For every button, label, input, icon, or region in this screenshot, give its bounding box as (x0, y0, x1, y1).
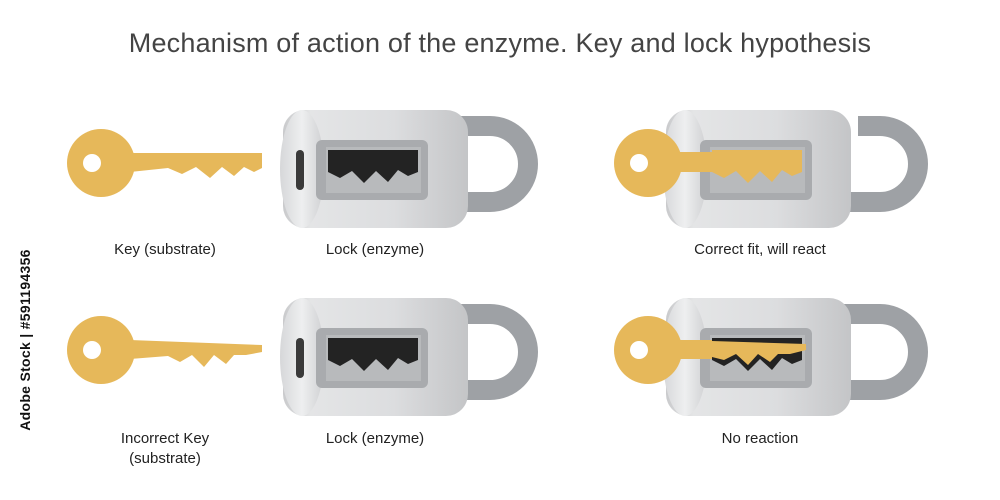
stock-watermark: Adobe Stock | #591194356 (17, 249, 33, 431)
label-incorrect-key-line2: (substrate) (129, 450, 201, 467)
label-incorrect-key: Incorrect Key (substrate) (90, 429, 240, 469)
lock-enzyme-icon-1 (280, 110, 538, 228)
lock-no-reaction-icon (614, 298, 928, 416)
label-lock-enzyme-1: Lock (enzyme) (325, 241, 425, 258)
lock-correct-fit-icon (614, 110, 928, 228)
incorrect-key-icon (67, 316, 262, 384)
label-key-substrate: Key (substrate) (114, 241, 216, 258)
label-correct-fit: Correct fit, will react (694, 241, 826, 258)
label-lock-enzyme-2: Lock (enzyme) (325, 430, 425, 447)
key-substrate-icon (67, 129, 262, 197)
page-title: Mechanism of action of the enzyme. Key a… (128, 28, 872, 58)
lock-enzyme-icon-2 (280, 298, 538, 416)
label-incorrect-key-line1: Incorrect Key (120, 430, 210, 447)
label-no-reaction: No reaction (721, 430, 799, 447)
